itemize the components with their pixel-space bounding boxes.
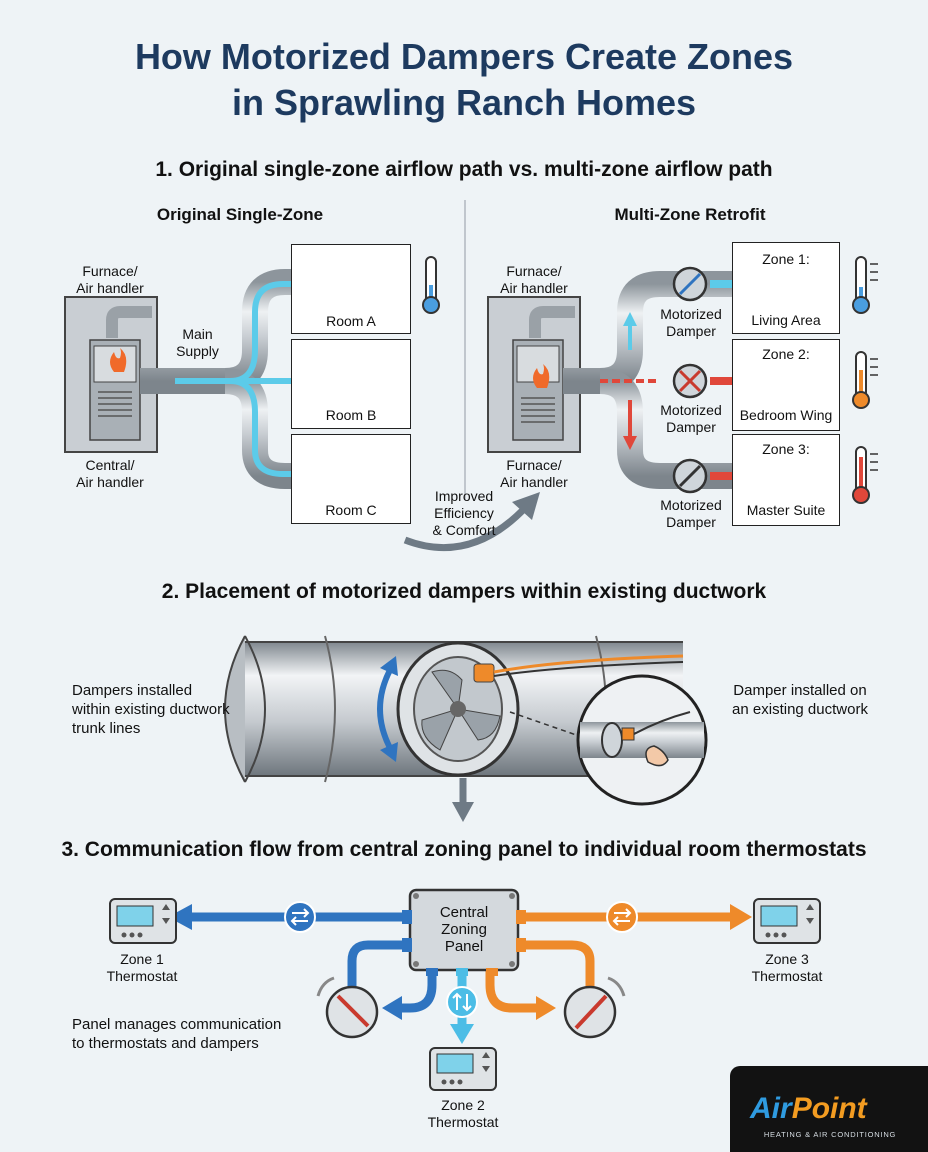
damper-gauge-icon-left — [316, 976, 379, 1039]
furnace-left — [64, 296, 158, 453]
page-title-line2: in Sprawling Ranch Homes — [231, 82, 697, 123]
page-title: How Motorized Dampers Create Zones in Sp… — [0, 34, 928, 126]
logo-tagline: HEATING & AIR CONDITIONING — [763, 1130, 897, 1139]
room-a-label: Room A — [326, 313, 376, 329]
damper-icon-zone1 — [672, 266, 708, 302]
comm-lines-blue — [190, 912, 437, 1013]
rotate-arrows-icon — [377, 656, 398, 762]
zoom-detail-circle — [576, 674, 708, 806]
furnace-label-left: Furnace/Air handler — [76, 263, 144, 296]
thermostat-icon-zone3 — [753, 898, 821, 944]
zone3-name: Master Suite — [746, 502, 826, 518]
section3-heading: 3. Communication flow from central zonin… — [61, 838, 867, 861]
actuator-icon — [473, 663, 495, 683]
zone2-box: Zone 2: Bedroom Wing — [732, 339, 840, 431]
comm-lines-orange — [485, 912, 732, 1013]
thermostat-icon-zone2 — [429, 1047, 497, 1091]
zone2-name: Bedroom Wing — [739, 407, 833, 423]
zone2-title: Zone 2: — [762, 346, 810, 362]
zone1-box: Zone 1: Living Area — [732, 242, 840, 334]
sync-icon-center — [446, 986, 478, 1018]
multi-zone-heading: Multi-Zone Retrofit — [614, 205, 766, 224]
sync-icon-orange — [606, 901, 638, 933]
damper-gauge-icon-right — [563, 976, 626, 1039]
zone1-name: Living Area — [751, 312, 821, 328]
flame-icon — [110, 348, 127, 372]
room-c-label: Room C — [325, 502, 377, 518]
page-title-line1: How Motorized Dampers Create Zones — [134, 36, 794, 77]
ductwork-illustration — [224, 635, 684, 783]
section1-heading: 1. Original single-zone airflow path vs.… — [155, 158, 773, 181]
airpoint-logo: AirPoint HEATING & AIR CONDITIONING — [730, 1066, 928, 1152]
damper-icon-zone3 — [672, 458, 708, 494]
thermometer-icon-zone1 — [852, 256, 878, 314]
room-b-box: Room B — [291, 339, 411, 429]
logo-wordmark: AirPoint — [750, 1092, 867, 1126]
damper-icon-zone2 — [672, 363, 708, 399]
logo-air-text: Air — [750, 1092, 792, 1125]
room-a-box: Room A — [291, 244, 411, 334]
room-c-box: Room C — [291, 434, 411, 524]
thermometer-icon-zone3 — [852, 446, 878, 504]
thermostat-icon-zone1 — [109, 898, 177, 944]
sync-icon-blue — [284, 901, 316, 933]
flame-icon — [533, 364, 550, 388]
thermometer-icon-left — [422, 256, 440, 314]
single-zone-heading: Original Single-Zone — [156, 205, 324, 224]
hand-icon — [645, 745, 669, 767]
furnace-label-right: Furnace/Air handler — [500, 263, 568, 296]
thermometer-icon-zone2 — [852, 351, 878, 409]
zone3-title: Zone 3: — [762, 441, 810, 457]
furnace-label-right-bottom: Furnace/Air handler — [500, 457, 568, 490]
logo-point-text: Point — [791, 1092, 867, 1125]
zone1-title: Zone 1: — [762, 251, 810, 267]
section2-heading: 2. Placement of motorized dampers within… — [161, 580, 767, 603]
central-label-left: Central/Air handler — [76, 457, 144, 490]
multi-zone-ducts — [563, 271, 768, 489]
central-zoning-panel — [402, 888, 526, 976]
room-b-label: Room B — [325, 407, 377, 423]
zone3-box: Zone 3: Master Suite — [732, 434, 840, 526]
improved-arrow — [403, 505, 528, 552]
